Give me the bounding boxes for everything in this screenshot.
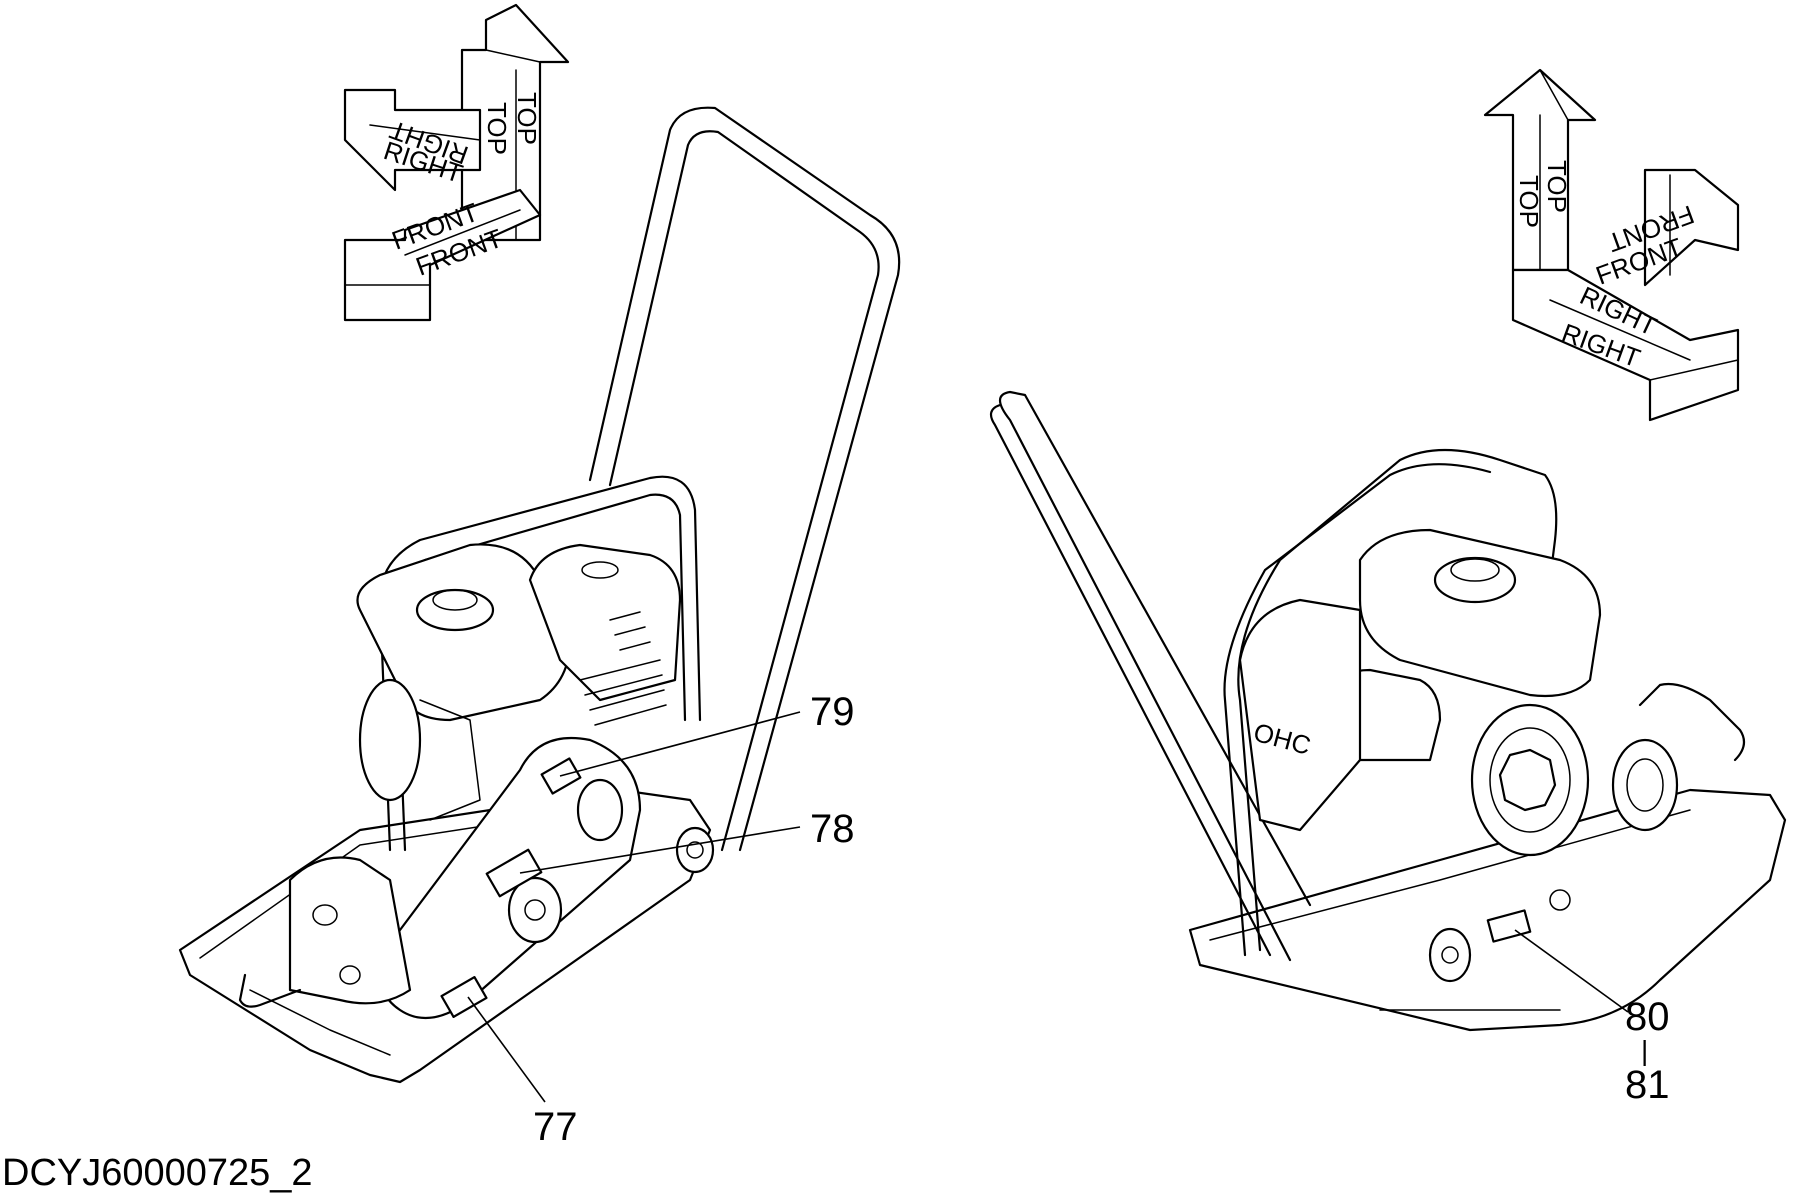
orient-left-top-2: TOP — [512, 92, 542, 145]
engine-head-left — [528, 543, 682, 702]
orient-right-top-2: TOP — [1542, 160, 1572, 213]
orient-left-top-1: TOP — [482, 102, 512, 155]
guide-handle-left — [588, 106, 901, 852]
plate-compactor-right-view: OHC — [989, 390, 1787, 1032]
side-cover-right — [1611, 738, 1679, 832]
fuel-tank-right — [1358, 528, 1602, 698]
engine-block-right — [1238, 598, 1362, 832]
callout-81: 81 — [1625, 1063, 1670, 1107]
callout-range-dash: | — [1641, 1035, 1648, 1066]
drawing-id: DCYJ60000725_2 — [2, 1152, 313, 1194]
fuel-cap-right — [1433, 556, 1517, 604]
callout-80: 80 — [1625, 995, 1670, 1039]
label-78-sticker — [485, 848, 543, 898]
handle-frame-right — [1237, 448, 1558, 952]
recoil-starter-left — [358, 678, 422, 802]
callout-79: 79 — [810, 690, 855, 734]
orientation-indicator-left: TOP TOP RIGHT RIGHT FRONT FRONT — [343, 3, 570, 322]
callout-leaders — [467, 711, 1629, 1103]
callout-77: 77 — [533, 1105, 578, 1149]
label-77-sticker — [440, 976, 488, 1018]
pulley-bolt-left — [507, 876, 563, 944]
orientation-indicator-right: TOP TOP FRONT FRONT RIGHT RIGHT — [1483, 68, 1740, 422]
guide-handle-right — [998, 390, 1312, 962]
plate-compactor-left-view — [178, 106, 901, 1084]
callout-78: 78 — [810, 807, 855, 851]
orient-right-top-1: TOP — [1514, 175, 1544, 228]
base-plate-right — [1188, 788, 1787, 1032]
exciter-housing-left — [288, 856, 412, 1005]
